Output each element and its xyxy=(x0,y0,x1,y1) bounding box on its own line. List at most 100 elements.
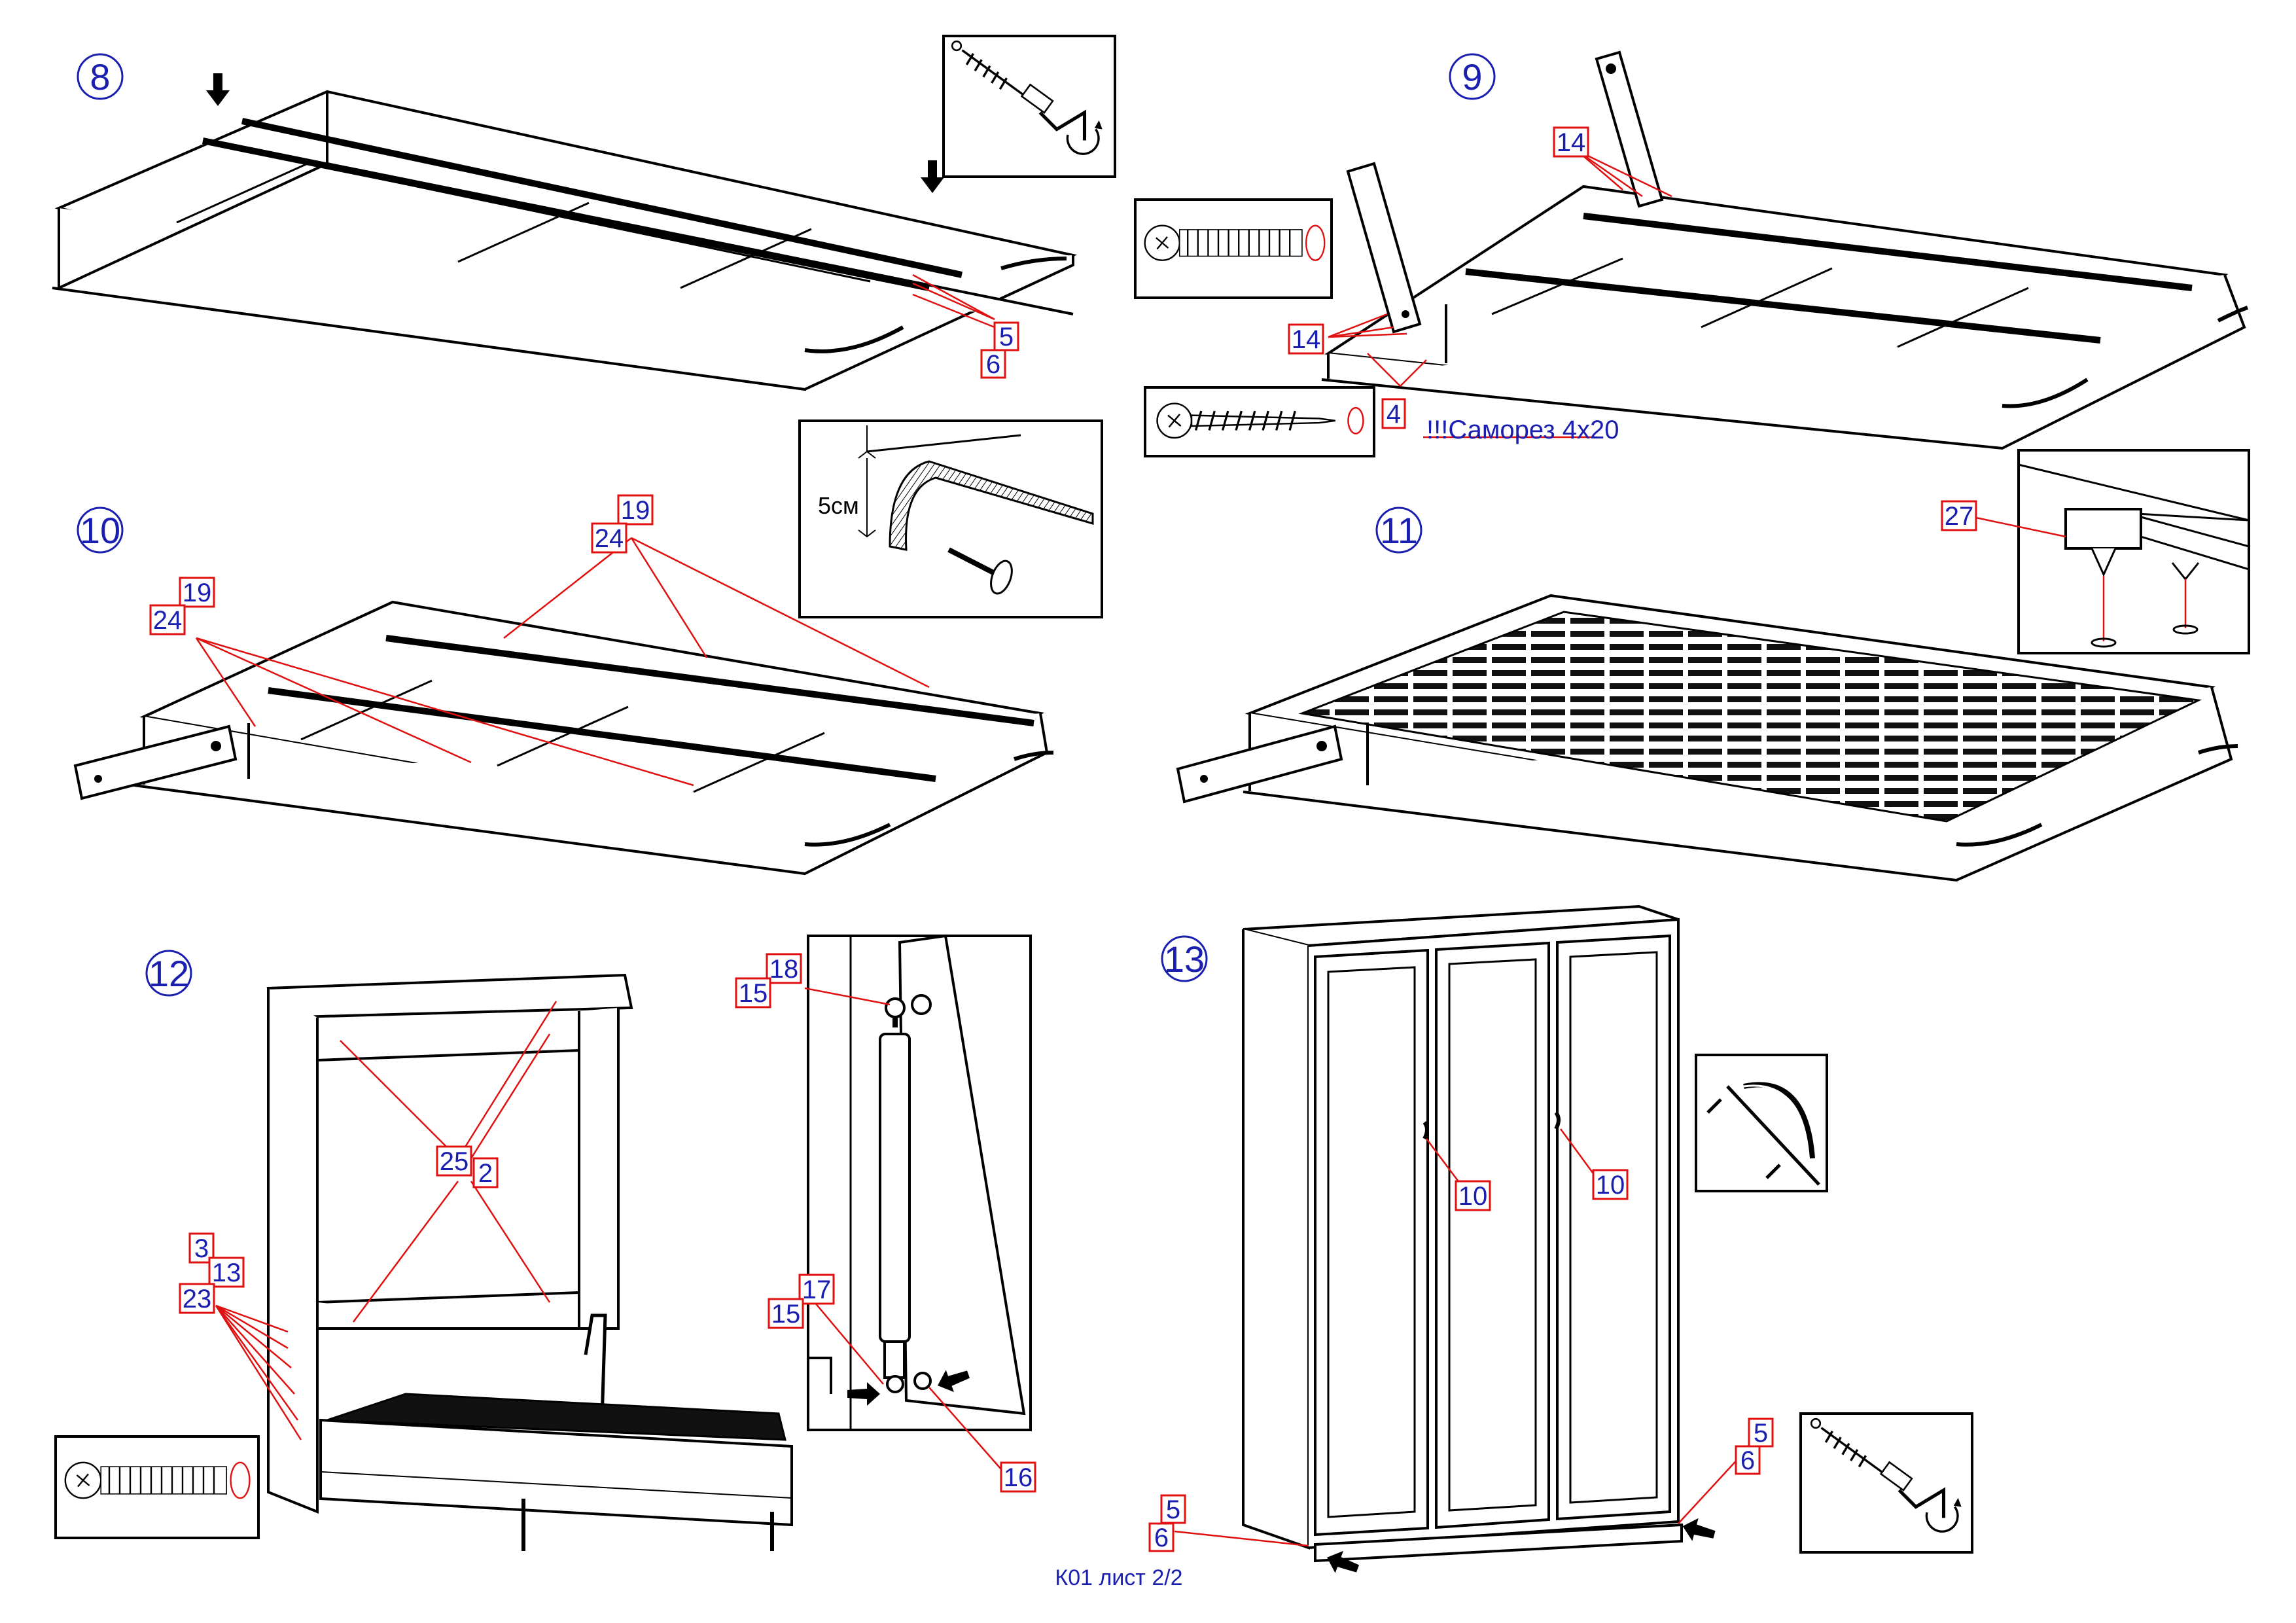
part-label-19-top: 19 xyxy=(617,494,654,526)
screw-note: !!!Саморез 4х20 xyxy=(1426,416,1619,444)
svg-text:13: 13 xyxy=(1164,938,1205,980)
step-8-callouts xyxy=(912,274,995,329)
part-label-19-left: 19 xyxy=(179,577,215,608)
part-label-16: 16 xyxy=(1000,1461,1036,1493)
svg-text:24: 24 xyxy=(153,606,183,635)
part-label-17: 17 xyxy=(798,1274,835,1305)
part-label-14-left: 14 xyxy=(1288,323,1324,355)
svg-text:25: 25 xyxy=(440,1147,469,1176)
right-arrow-icon xyxy=(847,1382,880,1406)
svg-text:15: 15 xyxy=(739,979,768,1008)
step-11-badge: 11 xyxy=(1375,507,1422,554)
step-11-slats xyxy=(1298,611,2202,823)
part-label-5: 5 xyxy=(993,321,1019,351)
step-10-panel: 10 5см xyxy=(73,419,1103,876)
part-label-27: 27 xyxy=(1941,500,1977,531)
step-10-callouts xyxy=(195,537,930,787)
step-9-bracket-left xyxy=(1346,162,1422,334)
handle-icon xyxy=(1706,1082,1820,1186)
screw-icon xyxy=(64,1461,251,1499)
sheet-caption: К01 лист 2/2 xyxy=(1055,1565,1182,1590)
part-label-6-left: 6 xyxy=(1148,1522,1174,1552)
step-8-bed-frame xyxy=(52,90,1078,391)
left-arrow-icon xyxy=(1327,1550,1360,1573)
svg-text:18: 18 xyxy=(769,955,799,984)
part-label-6: 6 xyxy=(980,349,1006,379)
svg-text:2: 2 xyxy=(478,1159,493,1188)
svg-text:6: 6 xyxy=(986,350,1000,379)
svg-text:12: 12 xyxy=(149,953,189,994)
part-label-14-top: 14 xyxy=(1553,126,1589,158)
step-13-callouts xyxy=(1174,1128,1741,1547)
svg-text:11: 11 xyxy=(1380,510,1418,551)
step-13-cabinet xyxy=(1242,904,1683,1563)
step-10-bracket xyxy=(73,724,238,800)
svg-text:15: 15 xyxy=(771,1300,801,1329)
svg-text:6: 6 xyxy=(1740,1446,1755,1475)
screw-icon xyxy=(1156,402,1364,439)
part-label-6-right: 6 xyxy=(1735,1445,1761,1475)
step-9-bed-frame xyxy=(1321,185,2248,450)
part-label-18: 18 xyxy=(766,953,802,984)
step-11-foot-inset xyxy=(1972,449,2250,654)
step-9-screw-inset xyxy=(1134,198,1333,299)
part-label-24-left: 24 xyxy=(149,604,186,635)
part-label-13: 13 xyxy=(208,1257,245,1288)
svg-text:6: 6 xyxy=(1154,1524,1169,1552)
svg-text:19: 19 xyxy=(183,579,212,607)
part-label-25: 25 xyxy=(436,1145,472,1177)
svg-text:14: 14 xyxy=(1557,128,1586,157)
step-12-badge: 12 xyxy=(145,950,192,997)
svg-text:5: 5 xyxy=(1166,1495,1180,1524)
step-12-cabinet xyxy=(266,973,793,1551)
step-13-badge: 13 xyxy=(1161,935,1208,982)
step-9-panel: 9 xyxy=(1134,50,2248,457)
svg-text:19: 19 xyxy=(621,496,650,525)
svg-text:27: 27 xyxy=(1945,502,1974,531)
step-13-handle-inset xyxy=(1695,1054,1828,1192)
svg-text:23: 23 xyxy=(183,1285,212,1313)
left-arrow-icon xyxy=(938,1370,970,1393)
svg-text:24: 24 xyxy=(595,524,624,553)
part-label-4: 4 xyxy=(1381,398,1406,429)
svg-text:10: 10 xyxy=(1458,1182,1488,1211)
step-8-down-arrow-right-icon xyxy=(921,160,944,193)
svg-text:5: 5 xyxy=(1754,1419,1768,1448)
step-9-bracket-right xyxy=(1595,50,1664,208)
svg-text:4: 4 xyxy=(1386,400,1401,429)
svg-text:10: 10 xyxy=(1596,1171,1625,1200)
gap-label: 5см xyxy=(818,492,859,519)
svg-text:10: 10 xyxy=(80,510,120,551)
step-12-panel: 12 xyxy=(54,934,1036,1551)
part-label-5-right: 5 xyxy=(1748,1418,1774,1448)
part-label-15-top: 15 xyxy=(735,977,771,1008)
left-arrow-icon xyxy=(1682,1518,1716,1541)
svg-text:3: 3 xyxy=(194,1234,209,1263)
svg-text:8: 8 xyxy=(90,56,110,98)
part-label-3: 3 xyxy=(188,1232,215,1264)
step-9-short-screw-inset xyxy=(1144,386,1375,457)
step-8-bolt-inset xyxy=(942,35,1116,178)
part-label-23: 23 xyxy=(179,1283,215,1314)
svg-text:5: 5 xyxy=(999,323,1014,351)
step-8-badge: 8 xyxy=(77,53,124,100)
step-12-gas-lift-callouts xyxy=(804,987,1002,1470)
svg-text:17: 17 xyxy=(802,1275,832,1304)
step-12-screw-inset xyxy=(54,1435,260,1539)
step-8-panel: 8 5 6 xyxy=(52,35,1116,391)
part-label-5-left: 5 xyxy=(1160,1494,1186,1524)
step-10-badge: 10 xyxy=(77,507,124,554)
step-12-mattress xyxy=(327,1393,786,1441)
screw-icon xyxy=(1144,224,1326,261)
step-8-down-arrow-left-icon xyxy=(206,73,230,106)
step-13-bolt-inset xyxy=(1799,1412,1973,1554)
step-10-gap-inset: 5см xyxy=(798,419,1103,618)
step-9-badge: 9 xyxy=(1449,53,1496,100)
step-12-callouts xyxy=(215,1001,557,1440)
part-label-24-top: 24 xyxy=(591,522,627,554)
step-12-gas-lift-inset xyxy=(807,934,1032,1431)
part-label-10-right: 10 xyxy=(1592,1169,1629,1200)
step-11-panel: 11 27 xyxy=(1176,449,2250,882)
step-11-bracket xyxy=(1176,724,1343,804)
